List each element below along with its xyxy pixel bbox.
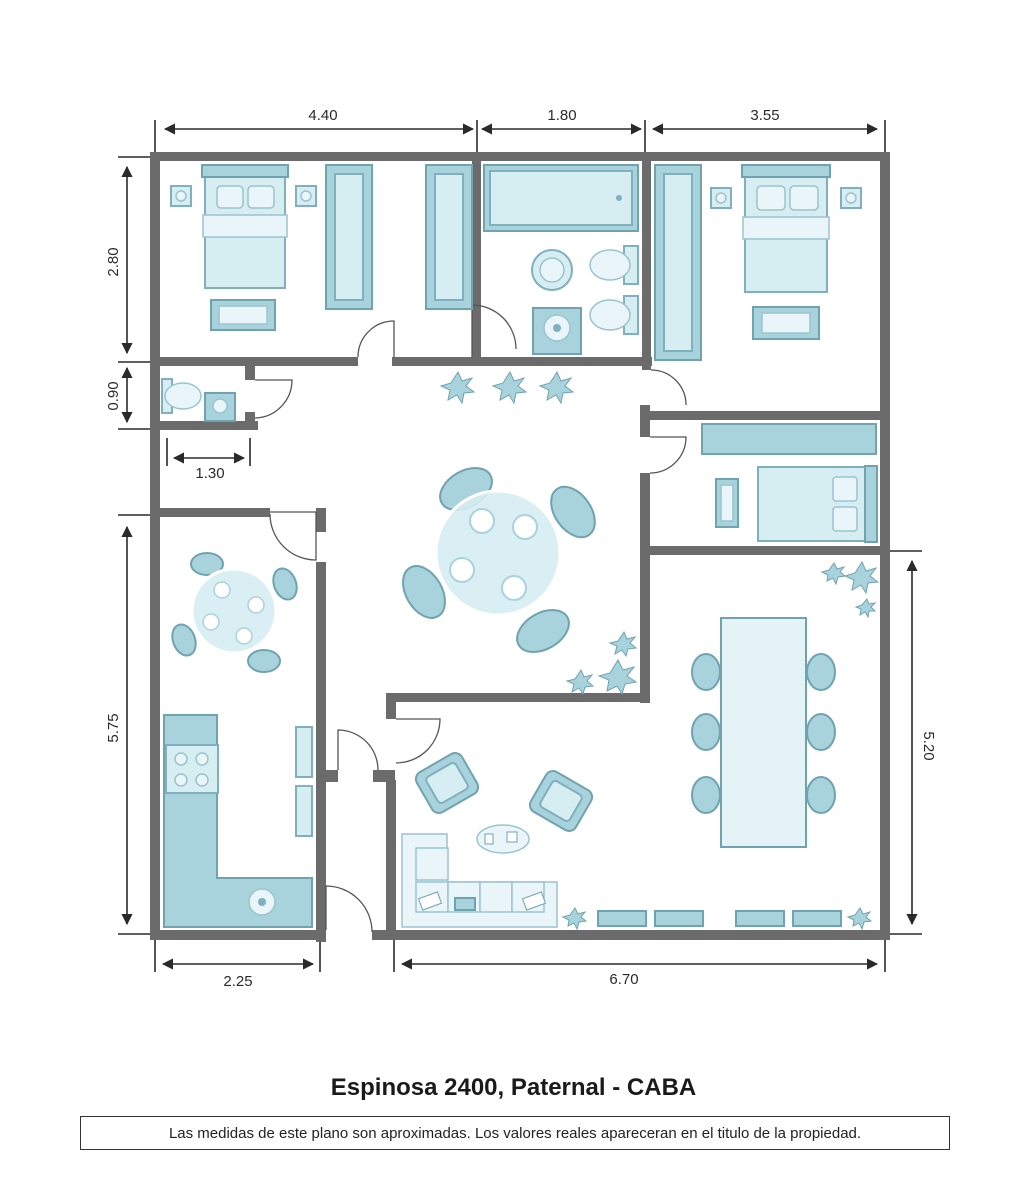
living-room [401, 752, 842, 928]
dim-label-small-bath: 1.30 [195, 465, 224, 482]
plant-icon [597, 658, 638, 696]
dimension-top-right: 3.55 [644, 107, 886, 155]
sectional-sofa [401, 833, 558, 928]
floor-plan: 4.40 1.80 3.55 2.80 0.90 1.30 5.75 [105, 107, 937, 990]
dimension-right-lower: 5.20 [885, 550, 937, 935]
dimension-bottom-right: 6.70 [393, 940, 886, 988]
plant-icon [538, 370, 575, 405]
kitchen [163, 552, 313, 928]
page-title: Espinosa 2400, Paternal - CABA [330, 1074, 697, 1101]
toilet-icon [589, 249, 631, 281]
bedroom-3 [701, 423, 878, 543]
dim-label-left-upper: 2.80 [105, 247, 122, 276]
bedroom-2 [654, 164, 862, 361]
bathroom [483, 164, 639, 355]
disclaimer-box: Las medidas de este plano son aproximada… [80, 1116, 950, 1150]
dim-label-top-left: 4.40 [308, 107, 337, 124]
dimension-small-bath: 1.30 [166, 438, 251, 482]
shelf [701, 423, 877, 455]
toilet-icon [164, 382, 202, 410]
stove-icon [165, 744, 219, 794]
dimension-left-small: 0.90 [105, 366, 155, 430]
shelf [295, 785, 313, 837]
plant-icon [854, 598, 877, 619]
walls [150, 152, 890, 942]
dining-room [691, 617, 836, 848]
radiator [597, 910, 842, 927]
hall-round-table [402, 467, 596, 653]
shelf [295, 726, 313, 778]
dim-label-top-mid: 1.80 [547, 107, 576, 124]
plant-icon [843, 560, 880, 595]
plant-icon [439, 370, 476, 405]
doors [254, 304, 687, 933]
dimension-left-upper: 2.80 [105, 156, 155, 363]
plants [439, 370, 880, 931]
dim-label-left-small: 0.90 [105, 381, 122, 410]
dimension-top-mid: 1.80 [476, 107, 643, 155]
dim-label-right-lower: 5.20 [920, 731, 937, 760]
bedroom-1 [170, 164, 473, 331]
plant-icon [491, 370, 528, 405]
dim-label-bottom-left: 2.25 [223, 973, 252, 990]
dimension-bottom-left: 2.25 [154, 940, 321, 990]
round-table [434, 489, 562, 617]
bidet-icon [589, 299, 631, 331]
plant-icon [608, 630, 638, 658]
plant-icon [820, 562, 847, 586]
plant-icon [846, 907, 873, 931]
dim-label-top-right: 3.55 [750, 107, 779, 124]
dim-label-bottom-right: 6.70 [609, 971, 638, 988]
dining-table [720, 617, 807, 848]
disclaimer-text: Las medidas de este plano son aproximada… [168, 1124, 862, 1142]
dimension-left-lower: 5.75 [105, 514, 155, 935]
dim-label-left-lower: 5.75 [105, 713, 122, 742]
plant-icon [561, 907, 588, 931]
small-bathroom [161, 378, 236, 422]
plant-icon [565, 668, 595, 696]
kitchen-table [190, 567, 278, 655]
dimension-top-left: 4.40 [154, 107, 475, 155]
